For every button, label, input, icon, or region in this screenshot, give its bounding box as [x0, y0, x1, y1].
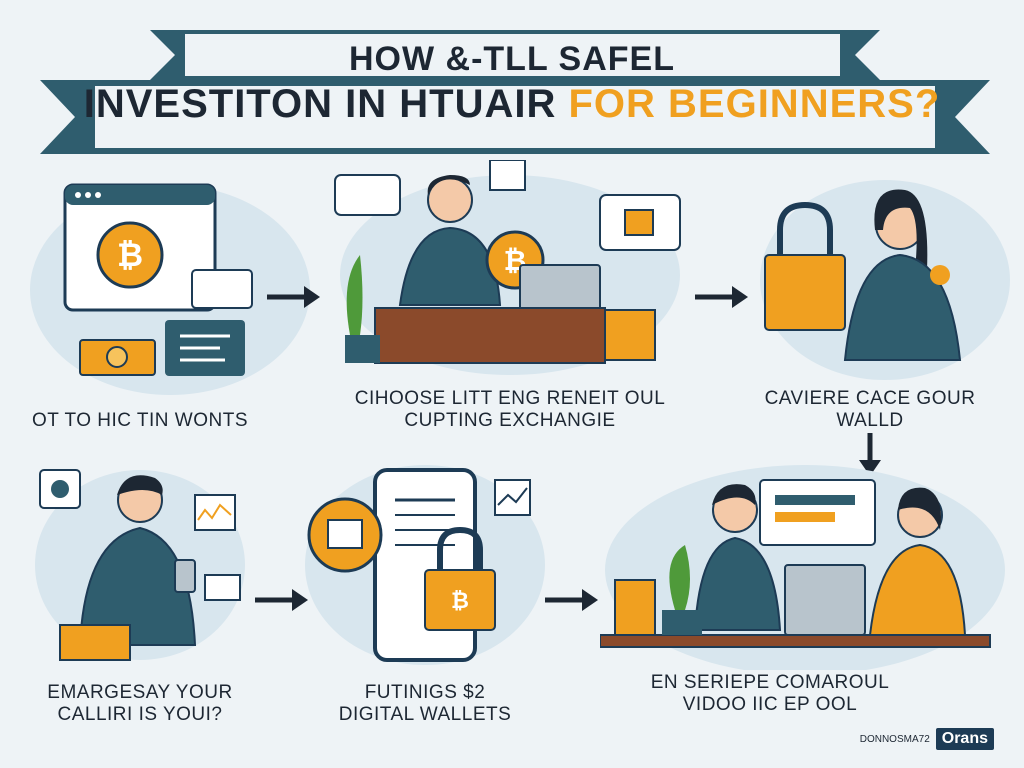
- step-5-caption-line-1: FUTINIGS $2: [364, 682, 486, 703]
- step-1-caption: OT TO HIC TIN WONTS: [20, 410, 260, 432]
- step-3-caption: CAVIERE CACE GOUR WALLD: [760, 388, 980, 432]
- arrow-4: [545, 589, 598, 611]
- step-6-caption-line-1: EN SERIEPE COMAROUL: [650, 672, 890, 693]
- banner-ribbon: [40, 30, 990, 154]
- step-4-caption: EMARGESAY YOUR CALLIRI IS YOUI?: [20, 682, 260, 726]
- step-2-illustration: ₿: [334, 160, 681, 375]
- step-5-caption-line-2: DIGITAL WALLETS: [338, 704, 512, 725]
- step-4-caption-line-2: CALLIRI IS YOUI?: [57, 704, 223, 725]
- arrow-down: [859, 433, 881, 476]
- step-3-caption-line-1: CAVIERE CACE GOUR: [764, 388, 976, 409]
- arrow-1: [267, 286, 320, 308]
- step-6-caption-line-2: VIDOO IIC EP OOL: [682, 694, 858, 715]
- title-line-1: HOW &-TLL SAFEL: [349, 40, 675, 78]
- step-5-illustration: ₿: [305, 465, 545, 665]
- step-6-illustration: [600, 465, 1005, 670]
- step-2-caption: CIHOOSE LITT ENG RENEIT OUL CUPTING EXCH…: [350, 388, 670, 432]
- step-2-caption-line-2: CUPTING EXCHANGIE: [404, 410, 616, 431]
- step-4-caption-line-1: EMARGESAY YOUR: [47, 682, 233, 703]
- svg-text:₿: ₿: [117, 236, 143, 274]
- title-banner: HOW &-TLL SAFEL INVESTITON IN HTUAIR FOR…: [0, 0, 1024, 160]
- step-1-illustration: ₿: [30, 183, 310, 395]
- step-3-illustration: [760, 180, 1010, 380]
- arrow-3: [255, 589, 308, 611]
- footer-badge: DONNOSMA72 Orans: [860, 728, 994, 750]
- step-6-caption: EN SERIEPE COMAROUL VIDOO IIC EP OOL: [640, 672, 900, 716]
- footer-small-text: DONNOSMA72: [859, 733, 930, 745]
- title-highlight: FOR BEGINNERS?: [568, 82, 941, 126]
- title-main: INVESTITON IN HTUAIR: [83, 82, 557, 126]
- arrow-2: [695, 286, 748, 308]
- step-3-caption-line-2: WALLD: [836, 410, 904, 431]
- step-5-caption: FUTINIGS $2 DIGITAL WALLETS: [305, 682, 545, 726]
- brand-logo: Orans: [935, 728, 994, 750]
- step-1-caption-line-1: OT TO HIC TIN WONTS: [31, 410, 249, 431]
- step-2-caption-line-1: CIHOOSE LITT ENG RENEIT OUL: [354, 388, 666, 409]
- title-line-2: INVESTITON IN HTUAIR FOR BEGINNERS?: [0, 82, 1024, 127]
- svg-text:₿: ₿: [451, 589, 469, 614]
- step-4-illustration: [35, 469, 245, 661]
